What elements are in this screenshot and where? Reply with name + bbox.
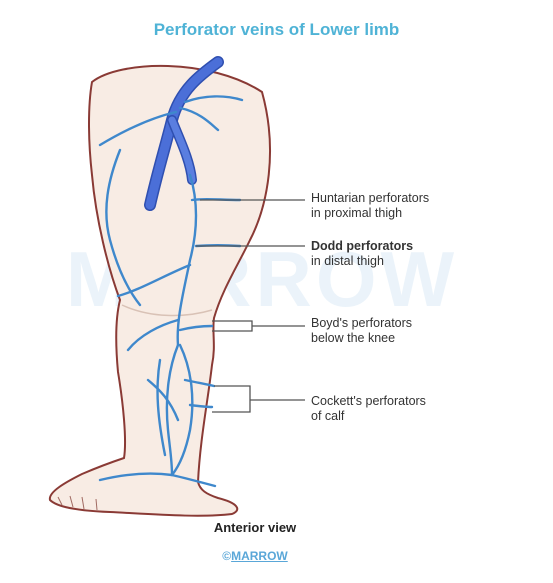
label-cockett-line1: Cockett's perforators <box>311 394 426 408</box>
credit-line: ©MARROW <box>0 549 510 563</box>
label-huntarian-line1: Huntarian perforators <box>311 191 430 205</box>
label-huntarian-line2: in proximal thigh <box>311 206 403 220</box>
credit-brand: MARROW <box>231 549 288 563</box>
diagram-title: Perforator veins of Lower limb <box>153 20 400 39</box>
cockett-leader <box>212 385 305 413</box>
label-dodd: Dodd perforators in distal thigh <box>311 239 413 269</box>
label-cockett-line2: of calf <box>311 409 345 423</box>
leg-outline <box>48 64 271 517</box>
label-dodd-line2: in distal thigh <box>311 254 384 268</box>
label-dodd-line1: Dodd perforators <box>311 239 414 253</box>
label-huntarian: Huntarian perforators in proximal thigh <box>311 191 429 221</box>
vein-branches <box>98 95 244 488</box>
label-boyd-line2: below the knee <box>311 331 396 345</box>
copyright-symbol: © <box>222 549 232 563</box>
label-boyd-line1: Boyd's perforators <box>311 316 413 330</box>
toe-lines <box>57 495 98 511</box>
label-cockett: Cockett's perforators of calf <box>311 394 426 424</box>
leader-lines <box>196 199 305 413</box>
knee-shape <box>121 304 213 317</box>
femoral-vein-fill <box>168 116 196 184</box>
boyd-leader <box>212 320 305 332</box>
label-boyd: Boyd's perforators below the knee <box>311 316 412 346</box>
view-caption: Anterior view <box>213 520 297 535</box>
